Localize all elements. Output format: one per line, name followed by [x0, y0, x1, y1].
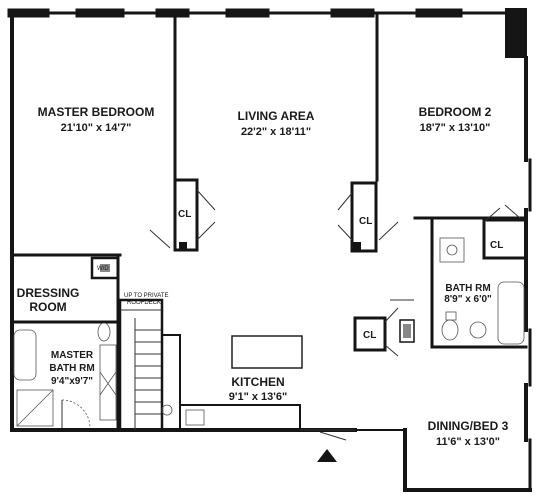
- room-dimensions: 8'9" x 6'0": [444, 294, 492, 305]
- kitchen-fixtures: [161, 334, 303, 431]
- room-dimensions: 11'6" x 13'0": [436, 436, 500, 448]
- closet-label: CL: [363, 330, 376, 341]
- room-name: KITCHEN: [231, 375, 284, 389]
- room-living-area: LIVING AREA 22'2" x 18'11": [238, 109, 315, 138]
- room-dimensions: 9'4"x9'7": [51, 376, 93, 387]
- room-name: BEDROOM 2: [419, 105, 492, 119]
- bath-fixtures: [399, 237, 525, 345]
- stair-note: ROOFDECK: [127, 300, 161, 306]
- wd-label: W/D: [97, 266, 109, 272]
- room-kitchen: KITCHEN 9'1" x 13'6": [229, 375, 287, 403]
- room-master-bath: MASTER BATH RM 9'4"x9'7": [49, 350, 94, 387]
- closet-living: CL: [337, 181, 399, 253]
- room-name: DINING/BED 3: [428, 419, 509, 433]
- exterior-walls: [7, 8, 532, 492]
- room-name: ROOM: [29, 300, 66, 314]
- room-name: DRESSING: [17, 286, 80, 300]
- room-dressing-room: DRESSING ROOM: [17, 286, 80, 314]
- room-dimensions: 9'1" x 13'6": [229, 391, 287, 403]
- room-dimensions: 22'2" x 18'11": [241, 126, 311, 138]
- room-name: BATH RM: [49, 363, 94, 374]
- room-dimensions: 21'10" x 14'7": [61, 122, 132, 134]
- closet-label: CL: [490, 240, 503, 251]
- room-dimensions: 18'7" x 13'10": [420, 122, 491, 134]
- master-bath-fixtures: [13, 322, 117, 427]
- door-swings: [61, 299, 414, 441]
- room-bedroom-2: BEDROOM 2 18'7" x 13'10": [419, 105, 492, 134]
- room-master-bedroom: MASTER BEDROOM 21'10" x 14'7": [38, 105, 155, 134]
- closet-label: CL: [178, 209, 191, 220]
- stair-note: UP TO PRIVATE: [124, 293, 168, 299]
- closet-bedroom2: CL: [482, 204, 528, 260]
- closet-label: CL: [359, 216, 372, 227]
- room-name: BATH RM: [445, 283, 490, 294]
- closet-bath: CL: [353, 307, 399, 357]
- room-dining-bed-3: DINING/BED 3 11'6" x 13'0": [428, 419, 509, 448]
- room-bath-rm: BATH RM 8'9" x 6'0": [444, 283, 492, 305]
- closet-master: CL: [149, 178, 216, 252]
- entry-arrow-icon: [317, 449, 337, 462]
- interior-walls: [10, 14, 528, 432]
- room-name: MASTER: [51, 350, 94, 361]
- room-name: LIVING AREA: [238, 109, 315, 123]
- washer-dryer: W/D: [90, 256, 120, 280]
- room-name: MASTER BEDROOM: [38, 105, 155, 119]
